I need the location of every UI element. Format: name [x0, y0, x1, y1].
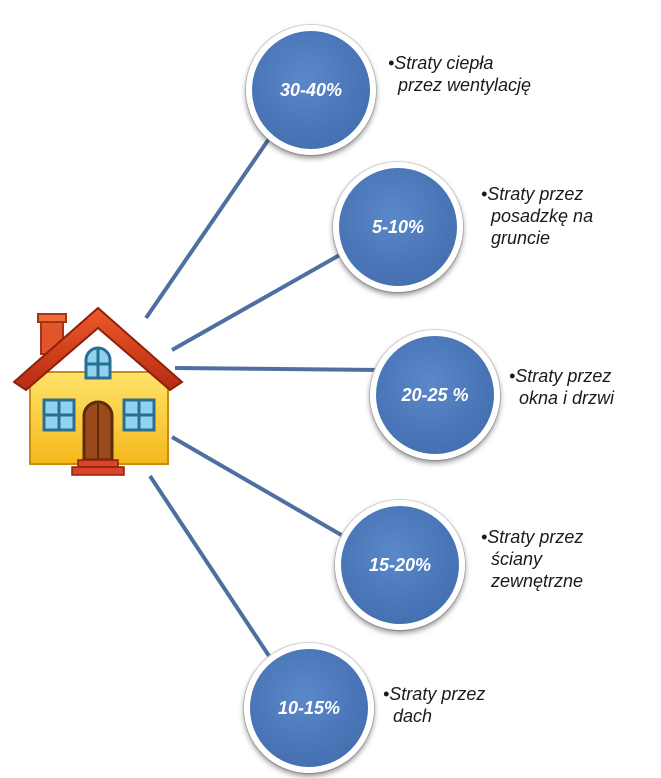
house-icon — [12, 306, 184, 476]
percent-circle-walls: 15-20% — [335, 500, 465, 630]
percent-circle-ventilation: 30-40% — [246, 25, 376, 155]
description-line: zewnętrzne — [491, 571, 584, 591]
description-roof: •Straty przez dach — [383, 683, 485, 727]
percent-circle-roof: 10-15% — [244, 643, 374, 773]
connector-line-3 — [174, 366, 386, 372]
description-windows-doors: •Straty przez okna i drzwi — [509, 365, 614, 409]
percent-label: 15-20% — [368, 554, 432, 575]
description-line: posadzkę na — [491, 206, 594, 226]
description-line: •Straty ciepła — [388, 53, 494, 73]
connector-line-2 — [171, 246, 353, 352]
description-line: dach — [393, 706, 433, 726]
percent-label: 20-25 % — [401, 384, 469, 405]
description-line: gruncie — [491, 228, 551, 248]
description-walls: •Straty przez ściany zewnętrzne — [481, 526, 583, 592]
description-line: ściany — [491, 549, 543, 569]
percent-label: 30-40% — [279, 79, 343, 100]
connector-line-4 — [170, 435, 352, 542]
description-line: •Straty przez — [481, 527, 584, 547]
description-floor: •Straty przez posadzkę na gruncie — [481, 183, 593, 249]
description-line: okna i drzwi — [519, 388, 615, 408]
percent-label: 5-10% — [371, 216, 425, 237]
percent-label: 10-15% — [277, 697, 341, 718]
description-line: •Straty przez — [509, 366, 612, 386]
description-line: przez wentylację — [398, 75, 532, 95]
connector-line-5 — [148, 474, 277, 667]
description-line: •Straty przez — [383, 684, 486, 704]
percent-circle-floor: 5-10% — [333, 162, 463, 292]
description-line: •Straty przez — [481, 184, 584, 204]
percent-circle-windows-doors: 20-25 % — [370, 330, 500, 460]
description-ventilation: •Straty ciepła przez wentylację — [388, 52, 531, 96]
connector-line-1 — [144, 128, 277, 320]
